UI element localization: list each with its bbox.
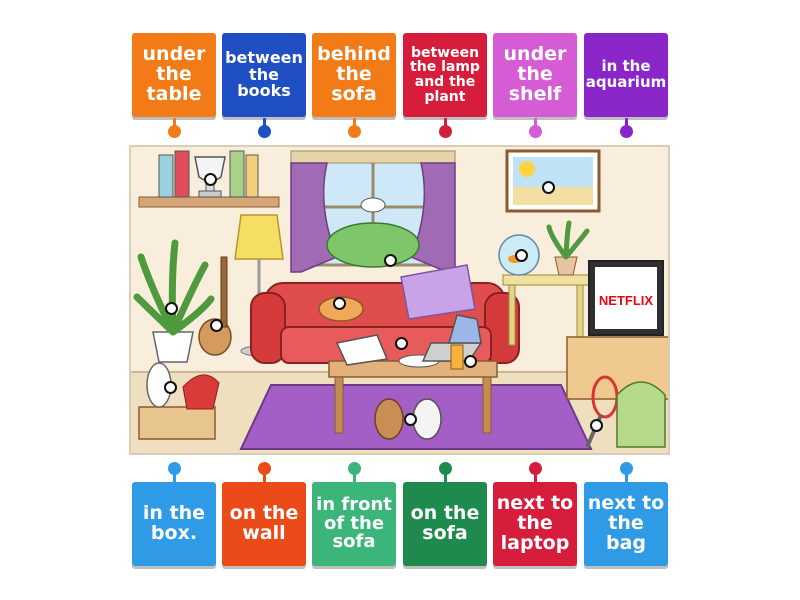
top-pin-stem <box>444 118 447 130</box>
bottom-pin-stem <box>534 470 537 482</box>
bottom-pin-dot <box>348 462 361 475</box>
bottom-pin-dot <box>439 462 452 475</box>
top-pin-stem <box>173 118 176 130</box>
top-pin-dot <box>168 125 181 138</box>
living-room-scene: NETFLIX <box>129 145 670 455</box>
hotspot-guitar[interactable] <box>210 319 223 332</box>
bottom-pin-dot <box>529 462 542 475</box>
top-pin-stem <box>534 118 537 130</box>
label-tile-in-front-of-the-sofa[interactable]: in front of the sofa <box>312 482 396 566</box>
bottom-pin-stem <box>444 470 447 482</box>
label-tile-on-the-sofa[interactable]: on the sofa <box>403 482 487 566</box>
top-pin-dot <box>529 125 542 138</box>
label-tile-on-the-wall[interactable]: on the wall <box>222 482 306 566</box>
label-text: in front of the sofa <box>316 493 392 553</box>
label-text: next to the bag <box>587 492 665 554</box>
label-text: between the books <box>225 47 303 101</box>
bottom-pin-stem <box>353 470 356 482</box>
label-tile-next-to-the-bag[interactable]: next to the bag <box>584 482 668 566</box>
label-tile-in-the-box[interactable]: in the box. <box>132 482 216 566</box>
top-pin-stem <box>263 118 266 130</box>
label-text: under the shelf <box>503 43 567 105</box>
label-text: next to the laptop <box>496 492 574 554</box>
bottom-pin-dot <box>168 462 181 475</box>
hotspot-trophy-between-books[interactable] <box>204 173 217 186</box>
top-pin-dot <box>620 125 633 138</box>
bottom-pin-stem <box>173 470 176 482</box>
top-pin-dot <box>439 125 452 138</box>
label-text: behind the sofa <box>317 43 391 105</box>
bottom-pin-dot <box>620 462 633 475</box>
top-pin-stem <box>625 118 628 130</box>
bottom-pin-stem <box>625 470 628 482</box>
label-text: in the aquarium <box>585 57 667 91</box>
hotspot-dogs-under-table[interactable] <box>404 413 417 426</box>
hotspot-racket-next-to-bag[interactable] <box>590 419 603 432</box>
hotspot-pizza-box[interactable] <box>395 337 408 350</box>
label-text: under the table <box>142 43 206 105</box>
hotspot-window-behind-sofa[interactable] <box>384 254 397 267</box>
top-pin-dot <box>348 125 361 138</box>
bottom-pin-stem <box>263 470 266 482</box>
label-text: in the box. <box>142 502 206 544</box>
hotspot-bunny-in-box[interactable] <box>164 381 177 394</box>
label-tile-behind-the-sofa[interactable]: behind the sofa <box>312 33 396 117</box>
tv-brand-text: NETFLIX <box>599 293 653 308</box>
top-pin-dot <box>258 125 271 138</box>
hotspot-picture-on-wall[interactable] <box>542 181 555 194</box>
label-tile-between-lamp-and-plant[interactable]: between the lamp and the plant <box>403 33 487 117</box>
bottom-pin-dot <box>258 462 271 475</box>
hotspot-plant[interactable] <box>165 302 178 315</box>
hotspot-cat-on-sofa[interactable] <box>333 297 346 310</box>
label-tile-in-the-aquarium[interactable]: in the aquarium <box>584 33 668 117</box>
living-room-illustration: NETFLIX <box>131 147 668 453</box>
label-tile-under-the-table[interactable]: under the table <box>132 33 216 117</box>
hotspot-fishbowl-in-aquarium[interactable] <box>515 249 528 262</box>
top-pin-stem <box>353 118 356 130</box>
hotspot-juice-next-to-laptop[interactable] <box>464 355 477 368</box>
label-text: on the sofa <box>410 502 480 544</box>
label-text: on the wall <box>229 502 299 544</box>
label-tile-next-to-the-laptop[interactable]: next to the laptop <box>493 482 577 566</box>
label-text: between the lamp and the plant <box>410 44 480 105</box>
label-tile-under-the-shelf[interactable]: under the shelf <box>493 33 577 117</box>
label-tile-between-the-books[interactable]: between the books <box>222 33 306 117</box>
